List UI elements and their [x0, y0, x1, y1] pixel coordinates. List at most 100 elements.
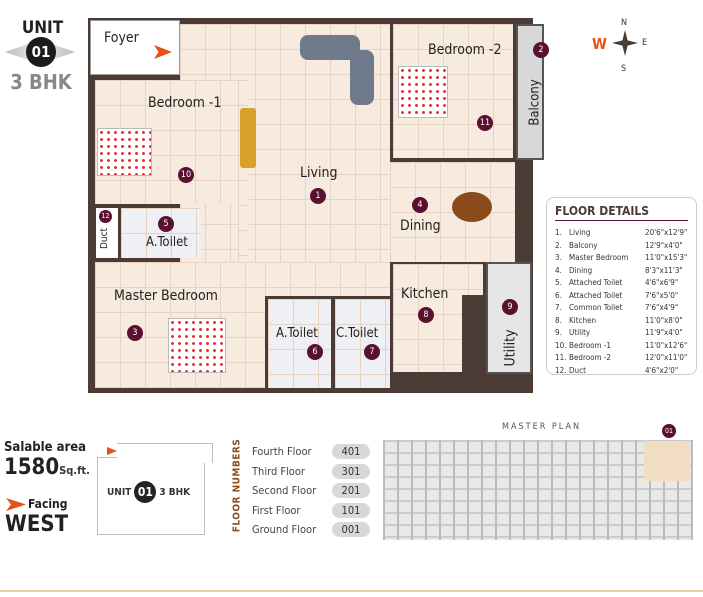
floor-detail-row: 8. Kitchen 11'0"x8'0"	[555, 315, 688, 328]
floor-number-badge: 101	[332, 502, 370, 518]
floor-detail-size: 11'9"x4'0"	[645, 328, 683, 337]
unit-badge: UNIT 01 3 BHK	[0, 18, 85, 108]
facing-arrow-icon	[6, 498, 26, 511]
floor-detail-n: 8.	[555, 315, 562, 325]
floor-detail-size: 11'0"x15'3"	[645, 253, 688, 262]
num-ctoilet: 7	[364, 344, 380, 360]
floor-name: First Floor	[252, 503, 301, 517]
key-plan-unit: UNIT	[107, 486, 132, 498]
num-living: 1	[310, 188, 326, 204]
room-dining	[390, 162, 515, 262]
floor-detail-size: 7'6"x5'0"	[645, 290, 679, 300]
num-balcony: 2	[533, 42, 549, 58]
floor-detail-name: Common Toilet	[569, 303, 623, 312]
compass: N S E W	[592, 18, 658, 78]
num-atoilet5: 5	[158, 216, 174, 232]
floor-detail-size: 7'6"x4'9"	[645, 303, 679, 312]
label-a-toilet-6: A.Toilet	[276, 326, 318, 341]
key-plan-type: 3 BHK	[159, 486, 191, 498]
label-foyer: Foyer	[104, 30, 139, 46]
num-master: 3	[127, 325, 143, 341]
key-plan-number: 01	[134, 481, 157, 503]
floor-detail-n: 11.	[555, 353, 567, 362]
floor-detail-n: 9.	[555, 328, 562, 337]
floor-detail-name: Bedroom -2	[569, 353, 611, 362]
floor-detail-name: Dining	[569, 265, 593, 275]
key-plan-entry-icon	[107, 447, 117, 455]
unit-number: 01	[26, 37, 56, 67]
kitchen-counter	[462, 295, 484, 373]
unit-label: UNIT	[21, 18, 64, 38]
dining-table-icon	[452, 192, 492, 222]
floor-detail-row: 6. Attached Toilet 7'6"x5'0"	[555, 290, 688, 303]
floor-detail-n: 6.	[555, 290, 562, 300]
area-value: 1580	[4, 455, 60, 480]
floor-detail-n: 12.	[555, 365, 567, 375]
floor-detail-size: 11'0"x8'0"	[645, 315, 683, 325]
floor-detail-n: 1.	[555, 228, 562, 237]
floor-detail-name: Attached Toilet	[569, 290, 623, 300]
floor-detail-row: 1. Living 20'6"x12'9"	[555, 227, 688, 240]
floor-detail-size: 12'0"x11'0"	[645, 353, 688, 362]
key-plan-label: UNIT 01 3 BHK	[107, 481, 190, 503]
floor-detail-size: 12'9"x4'0"	[645, 240, 683, 250]
master-plan-title: MASTER PLAN	[502, 422, 582, 432]
floor-row: First Floor 101	[252, 501, 370, 521]
compass-s: S	[621, 64, 627, 74]
floor-name: Ground Floor	[252, 523, 317, 537]
floor-detail-row: 11.Bedroom -2 12'0"x11'0"	[555, 352, 688, 365]
salable-area: Salable area 1580Sq.ft.	[4, 440, 90, 480]
bottom-rule	[0, 590, 703, 592]
label-master-bedroom: Master Bedroom	[114, 288, 218, 304]
bed-bedroom-2	[398, 66, 448, 118]
floor-detail-size: 20'6"x12'9"	[645, 228, 688, 237]
label-utility: Utility	[502, 329, 519, 367]
room-utility	[486, 262, 532, 374]
label-balcony: Balcony	[527, 79, 543, 126]
floor-detail-n: 5.	[555, 278, 562, 287]
floor-detail-name: Duct	[569, 365, 586, 375]
num-bedroom1: 10	[178, 167, 194, 183]
floor-detail-n: 2.	[555, 240, 562, 250]
facing-value: WEST	[5, 512, 69, 537]
num-utility: 9	[502, 299, 518, 315]
floor-number-badge: 201	[332, 483, 370, 499]
floor-detail-name: Living	[569, 228, 591, 237]
compass-n: N	[621, 18, 628, 28]
tv-unit-icon	[240, 108, 256, 168]
floor-detail-size: 8'3"x11'3"	[645, 265, 683, 275]
floor-detail-name: Balcony	[569, 240, 598, 250]
area-unit: Sq.ft.	[59, 464, 90, 477]
master-plan-marker: 01	[662, 424, 676, 438]
unit-type: 3 BHK	[10, 70, 72, 94]
compass-e: E	[642, 38, 648, 48]
floor-detail-row: 2. Balcony 12'9"x4'0"	[555, 240, 688, 253]
num-dining: 4	[412, 197, 428, 213]
floor-detail-row: 12.Duct 4'6"x2'0"	[555, 365, 688, 378]
num-bedroom2: 11	[477, 115, 493, 131]
floor-details-title: FLOOR DETAILS	[555, 204, 688, 221]
floor-detail-n: 10.	[555, 340, 567, 350]
floor-detail-row: 4. Dining 8'3"x11'3"	[555, 265, 688, 278]
floor-detail-name: Attached Toilet	[569, 278, 623, 287]
master-plan-highlight	[644, 441, 690, 481]
floor-detail-name: Master Bedroom	[569, 253, 629, 262]
label-bedroom-2: Bedroom -2	[428, 42, 502, 58]
room-c-toilet	[335, 299, 390, 388]
floor-details-panel: FLOOR DETAILS 1. Living 20'6"x12'9" 2. Balco…	[546, 197, 697, 375]
floor-detail-n: 4.	[555, 265, 562, 275]
label-dining: Dining	[400, 218, 441, 234]
floor-number-badge: 401	[332, 444, 370, 460]
room-foyer	[90, 20, 180, 75]
floor-detail-name: Kitchen	[569, 315, 597, 325]
floor-detail-size: 4'6"x2'0"	[645, 365, 679, 375]
